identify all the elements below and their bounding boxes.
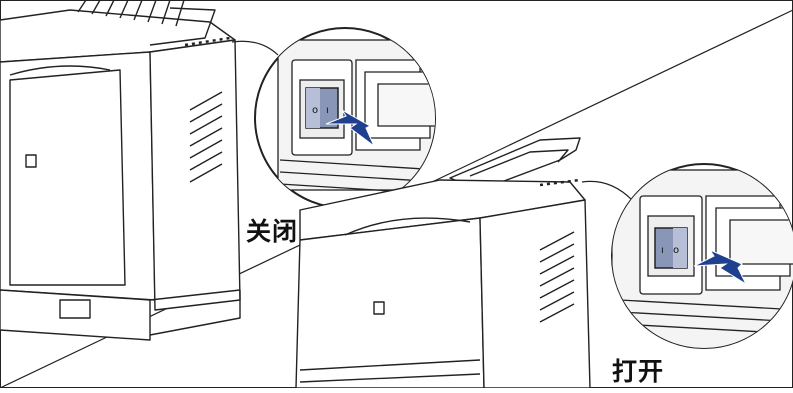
svg-text:o: o — [673, 245, 679, 256]
zoom-circle-on: ı o — [612, 164, 793, 350]
off-label: 关闭 — [246, 212, 298, 248]
printer-off — [0, 0, 240, 340]
svg-text:ı: ı — [661, 245, 664, 256]
svg-text:ı: ı — [326, 105, 329, 116]
svg-text:o: o — [312, 105, 318, 116]
on-label: 打开 — [612, 352, 664, 388]
